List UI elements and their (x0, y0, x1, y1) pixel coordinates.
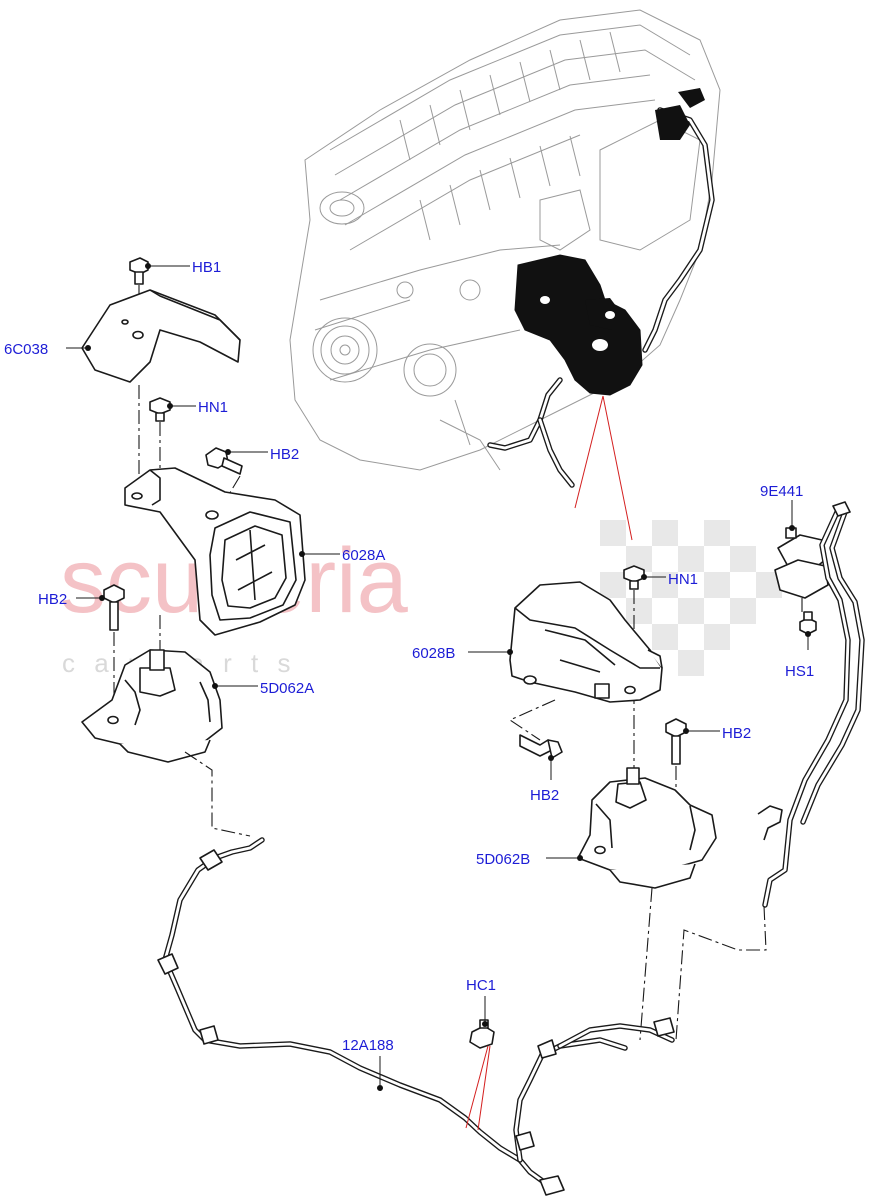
part-5d062b-mount (577, 767, 717, 889)
label-hn1-right: HN1 (668, 571, 698, 588)
leader-dot (99, 595, 105, 601)
label-hb2-bottom: HB2 (530, 787, 559, 804)
label-hn1-left: HN1 (198, 399, 228, 416)
bolt-hb2-top (205, 447, 243, 475)
leader-dot (212, 683, 218, 689)
bolt-hb2-right (665, 718, 687, 765)
leader-dot (683, 728, 689, 734)
leader-dot (805, 631, 811, 637)
leader-dot (507, 649, 513, 655)
engine-mount-bracket-highlight (514, 254, 643, 396)
label-hc1: HC1 (466, 977, 496, 994)
part-12a188-vacuum-pipe (157, 837, 675, 1196)
leader-dot (85, 345, 91, 351)
label-hb2-right: HB2 (722, 725, 751, 742)
engine-pipework (487, 88, 715, 488)
part-6028a-bracket (124, 467, 306, 636)
label-6028b: 6028B (412, 645, 455, 662)
label-12a188: 12A188 (342, 1037, 394, 1054)
leader-dot (377, 1085, 383, 1091)
part-6028b-bracket (509, 581, 663, 703)
highlight-leader (574, 395, 633, 541)
label-hb1: HB1 (192, 259, 221, 276)
engine-block (289, 9, 721, 471)
leader-dot (225, 449, 231, 455)
nut-hn1-right (623, 565, 645, 590)
leader-dot (145, 263, 151, 269)
label-hs1: HS1 (785, 663, 814, 680)
label-9e441: 9E441 (760, 483, 803, 500)
leader-dot (789, 525, 795, 531)
leader-dot (482, 1021, 488, 1027)
part-9e441-sensor (774, 527, 829, 599)
label-hb2-top: HB2 (270, 446, 299, 463)
assembly-line (639, 887, 653, 1041)
bolt-hs1 (799, 611, 817, 635)
bolt-hb2-bottom (519, 734, 563, 759)
label-5d062b: 5D062B (476, 851, 530, 868)
label-6c038: 6C038 (4, 341, 48, 358)
clip-hc1 (469, 1019, 495, 1049)
leader-dot (167, 403, 173, 409)
part-6c038-heat-shield (81, 289, 241, 383)
part-5d062a-mount (81, 649, 223, 763)
leader-dot (641, 574, 647, 580)
assembly-line (508, 699, 556, 741)
leader-dot (299, 551, 305, 557)
label-5d062a: 5D062A (260, 680, 314, 697)
label-6028a: 6028A (342, 547, 385, 564)
assembly-line (675, 905, 767, 1041)
highlight-leader-hc1 (465, 1045, 491, 1131)
bolt-hb1 (129, 257, 149, 285)
nut-hn1-left (149, 397, 171, 422)
checkered-flag-icon (600, 520, 782, 676)
vacuum-pipe-right (757, 501, 865, 908)
assembly-line (184, 751, 251, 837)
leader-dot (577, 855, 583, 861)
label-hb2-left: HB2 (38, 591, 67, 608)
leader-dot (548, 755, 554, 761)
